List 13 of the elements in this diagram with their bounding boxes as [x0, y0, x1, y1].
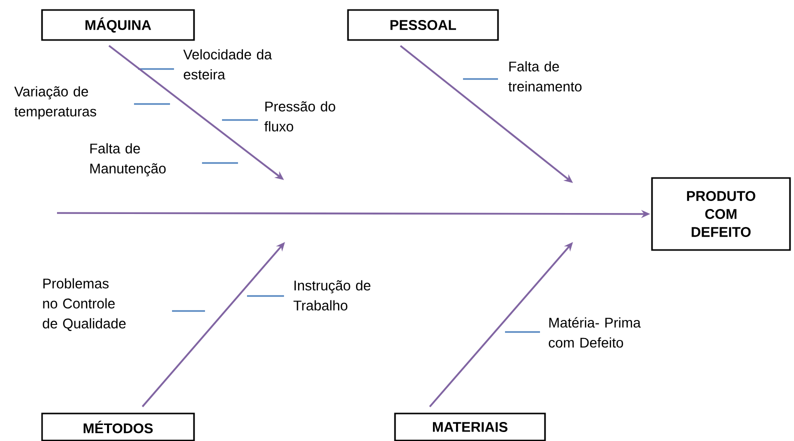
cause-label: Pressão do fluxo	[264, 101, 336, 132]
cause-label: Problemas no Controle de Qualidade	[42, 278, 126, 331]
category-box: MÉTODOS	[41, 412, 195, 441]
cause-label: Falta de Manutenção	[90, 143, 166, 176]
category-box: MÁQUINA	[41, 9, 195, 41]
cause-label: Instrução de Trabalho	[294, 280, 370, 310]
effect-box: PRODUTO COM DEFEITO	[651, 177, 791, 251]
cause-label: Falta de treinamento	[508, 61, 582, 92]
cause-label: Velocidade da esteira	[183, 49, 272, 80]
category-box: MATERIAIS	[394, 412, 546, 441]
category-box: PESSOAL	[347, 9, 499, 41]
cause-label: Matéria- Prima com Defeito	[548, 317, 641, 348]
cause-label: Variação de temperaturas	[14, 86, 96, 120]
